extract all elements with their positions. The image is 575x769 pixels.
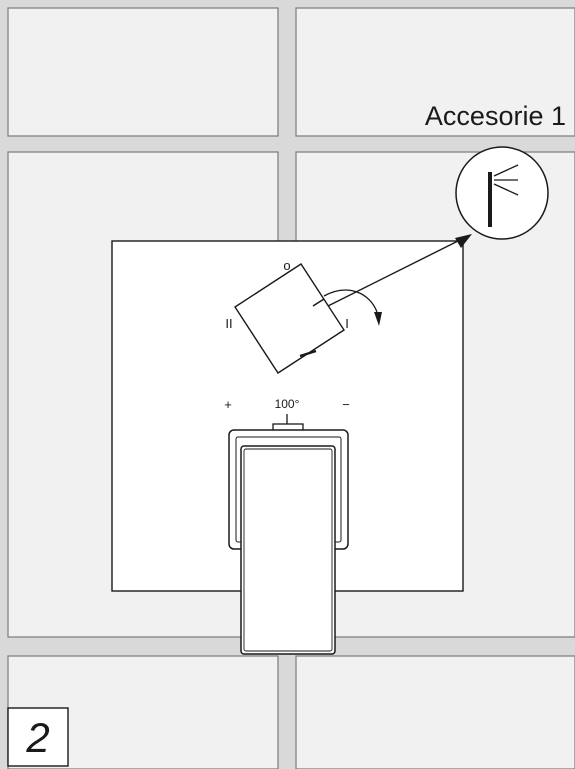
- temp-plus-label: +: [224, 397, 232, 412]
- selector-indicator: [312, 298, 325, 307]
- tile: [295, 7, 575, 137]
- leader-line: [319, 236, 467, 311]
- tile: [295, 655, 575, 769]
- mixer-lever: [228, 414, 349, 655]
- temp-minus-label: −: [342, 397, 350, 412]
- diverter-selector: [234, 263, 345, 374]
- step-number: 2: [25, 714, 49, 761]
- selector-bottom-mark: [299, 349, 317, 358]
- position-two-label: II: [225, 316, 232, 331]
- leader-arrowhead: [455, 234, 472, 248]
- accessory-label: Accesorie 1: [425, 101, 566, 131]
- step-box: [7, 707, 69, 767]
- shower-head-icon: [488, 164, 519, 227]
- lever-handle-inner: [243, 448, 333, 652]
- accessory-zoom: [455, 146, 549, 240]
- zoom-circle: [455, 146, 549, 240]
- temp-degrees-label: 100°: [275, 397, 300, 411]
- position-off-label: o: [283, 258, 290, 273]
- position-one-label: I: [345, 316, 349, 331]
- tile: [7, 7, 279, 137]
- selector-square: [234, 263, 345, 374]
- curved-arrow-icon: [323, 289, 382, 326]
